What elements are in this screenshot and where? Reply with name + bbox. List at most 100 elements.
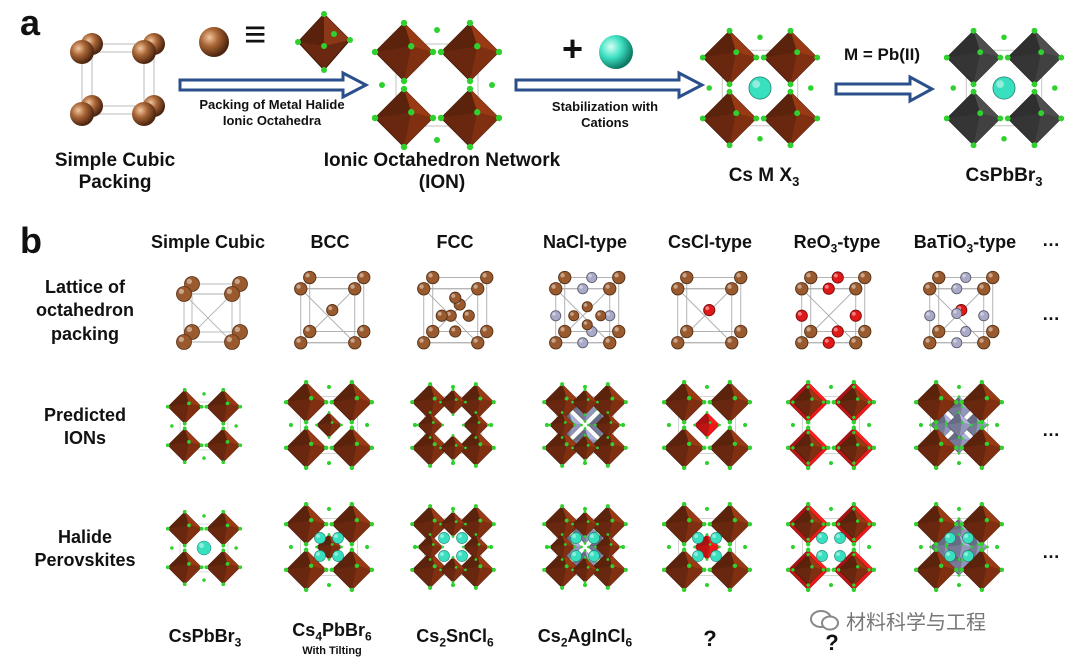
single-octahedron-icon — [295, 11, 353, 73]
arrow-packing-label-line1: Packing of Metal Halide — [199, 97, 345, 112]
arrow-stabilization — [514, 70, 706, 100]
simple-cubic-packing-image — [70, 33, 165, 126]
arrow-stabilization-label-line1: Stabilization with — [551, 99, 659, 114]
col-header-batio3: BaTiO3-type — [895, 232, 1035, 256]
ion-fcc — [410, 382, 496, 468]
row-header-perovskites: Halide Perovskites — [10, 526, 160, 573]
formula-cs4pbbr6-sub2: 6 — [365, 629, 372, 644]
row-header-predicted-line2: IONs — [63, 428, 106, 449]
formula-cs4pbbr6-sub1: 4 — [315, 629, 322, 644]
row-header-lattice-line3: packing — [50, 323, 120, 344]
plus-sign: + — [562, 28, 584, 69]
row-header-lattice-line2: octahedron — [35, 300, 134, 321]
row-header-lattice-line1: Lattice of — [44, 277, 125, 297]
lattice-simple-cubic — [176, 276, 248, 350]
arrow-stabilization-label: Stabilization with Cations — [510, 99, 700, 132]
simple-cubic-label-line1: Simple Cubic — [54, 150, 176, 171]
ion-nacl — [542, 382, 628, 468]
perovskite-fcc — [410, 504, 496, 590]
cspbbr3-structure-image — [944, 28, 1064, 148]
csmx3-label-sub: 3 — [792, 173, 800, 189]
lattice-reo3 — [795, 270, 872, 350]
formula-cs2sncl6-sub1: 2 — [439, 635, 446, 650]
simple-cubic-label: Simple Cubic Packing — [40, 150, 190, 194]
formula-cs2sncl6: Cs2SnCl6 — [400, 626, 510, 650]
col-header-batio3-text: BaTiO — [913, 232, 967, 252]
lattice-nacl — [549, 270, 626, 350]
ion-reo3 — [786, 380, 876, 470]
formula-cs4pbbr6-text1: Cs — [292, 620, 316, 640]
csmx3-label-text: Cs M X — [728, 165, 793, 186]
formula-cspbbr3-text: CsPbBr — [168, 626, 235, 646]
formula-cs4pbbr6: Cs4PbBr6 With Tilting — [272, 620, 392, 657]
csmx3-structure-image — [700, 28, 820, 148]
ion-batio3 — [914, 380, 1004, 470]
ion-bcc — [284, 380, 374, 470]
col-header-bcc: BCC — [310, 232, 350, 252]
arrow-pb — [834, 74, 936, 104]
formula-cspbbr3: CsPbBr3 — [150, 626, 260, 650]
perovskite-row-ellipsis: … — [1042, 542, 1060, 562]
formula-unknown-cscl: ? — [703, 626, 717, 651]
col-header-simple-cubic: Simple Cubic — [150, 232, 266, 252]
wechat-icon — [810, 609, 839, 630]
ion-label-line1: Ionic Octahedron Network — [323, 150, 561, 171]
lattice-bcc — [294, 270, 371, 350]
csmx3-label: Cs M X3 — [704, 165, 824, 190]
ion-label-line2: (ION) — [418, 171, 466, 193]
simple-cubic-label-line2: Packing — [78, 171, 152, 193]
row-header-predicted-line1: Predicted — [43, 405, 127, 425]
row-header-perovskites-line2: Perovskites — [34, 550, 136, 571]
arrow-pb-label: M = Pb(II) — [843, 45, 921, 64]
ion-label: Ionic Octahedron Network (ION) — [292, 150, 592, 194]
formula-cs2agincl6: Cs2AgInCl6 — [520, 626, 650, 650]
cspbbr3-label: CsPbBr3 — [944, 165, 1064, 190]
arrow-packing — [178, 70, 370, 100]
cation-sphere-icon — [599, 35, 633, 69]
perovskite-nacl — [542, 504, 628, 590]
panel-a-letter: a — [20, 2, 41, 43]
watermark-text: 材料科学与工程 — [846, 612, 986, 634]
ion-cscl — [662, 380, 752, 470]
formula-cs2agincl6-text1: Cs — [537, 626, 561, 646]
col-header-nacl: NaCl-type — [542, 232, 627, 252]
col-header-reo3-suffix: -type — [837, 232, 881, 252]
panel-b-letter: b — [20, 220, 42, 261]
arrow-stabilization-label-line2: Cations — [581, 115, 629, 131]
watermark: 材料科学与工程 — [810, 606, 986, 635]
formula-unknown-reo3: ? — [825, 630, 839, 655]
perovskite-bcc — [284, 502, 374, 592]
col-header-reo3: ReO3-type — [772, 232, 902, 256]
cspbbr3-label-sub: 3 — [1035, 173, 1043, 189]
ion-row-ellipsis: … — [1042, 420, 1060, 440]
lattice-cscl — [671, 270, 748, 350]
formula-cs2agincl6-text2: AgInCl — [567, 626, 626, 646]
perovskite-cscl — [662, 502, 752, 592]
col-header-fcc: FCC — [436, 232, 474, 252]
ion-simple-cubic — [166, 388, 242, 464]
formula-cs2agincl6-sub2: 6 — [625, 635, 633, 650]
perovskite-reo3 — [786, 502, 876, 592]
formula-cs4pbbr6-note: With Tilting — [302, 644, 362, 657]
row-header-predicted: Predicted IONs — [10, 404, 160, 451]
col-header-reo3-text: ReO — [793, 232, 831, 252]
col-header-reo3-sub: 3 — [830, 241, 838, 256]
lattice-fcc — [417, 270, 494, 350]
formula-cs2sncl6-text2: SnCl — [446, 626, 488, 646]
col-header-batio3-sub: 3 — [966, 241, 974, 256]
lattice-batio3 — [923, 270, 1000, 350]
formula-cs2agincl6-sub1: 2 — [560, 635, 568, 650]
formula-cs2sncl6-sub2: 6 — [487, 635, 494, 650]
formula-cs2sncl6-text1: Cs — [416, 626, 440, 646]
perovskite-batio3 — [914, 502, 1004, 592]
perovskite-simple-cubic — [166, 510, 242, 586]
row-header-lattice: Lattice of octahedron packing — [10, 276, 160, 346]
equals-sign: ≡ — [244, 14, 267, 56]
lattice-row-ellipsis: … — [1042, 304, 1060, 324]
col-header-cscl: CsCl-type — [667, 232, 752, 252]
formula-cspbbr3-sub: 3 — [234, 635, 242, 650]
arrow-packing-label-line2: Ionic Octahedra — [222, 113, 322, 129]
col-header-ellipsis: … — [1042, 230, 1060, 250]
col-header-batio3-suffix: -type — [973, 232, 1017, 252]
single-sphere-icon — [199, 27, 229, 57]
